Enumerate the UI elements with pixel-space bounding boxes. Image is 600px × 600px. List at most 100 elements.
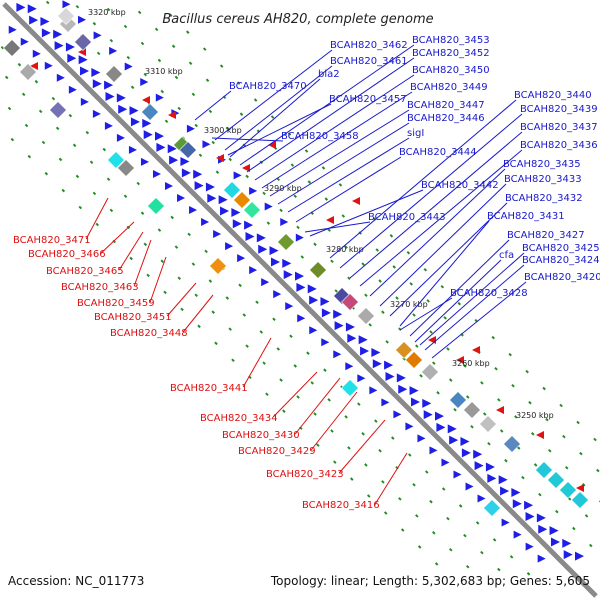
- lane-dash: [334, 289, 338, 293]
- forward-gene: [116, 133, 125, 142]
- forward-gene: [549, 526, 559, 536]
- feature-box: [405, 351, 423, 369]
- lane-dash: [204, 249, 208, 254]
- forward-gene: [396, 373, 406, 383]
- lane-dash: [514, 415, 518, 419]
- lane-dash: [375, 248, 380, 252]
- label-leader: [246, 57, 415, 173]
- forward-gene: [295, 233, 304, 242]
- lane-dash: [75, 4, 80, 9]
- gene-label: BCAH820_3457: [329, 94, 407, 105]
- gene-label: BCAH820_3452: [412, 48, 490, 59]
- gene-labels: BCAH820_3462BCAH820_3461bla2BCAH820_3470…: [13, 35, 600, 511]
- forward-gene: [156, 142, 166, 152]
- gene-label: BCAH820_3430: [222, 430, 300, 441]
- gene-label: BCAH820_3420: [524, 272, 600, 283]
- lane-dash: [137, 10, 142, 15]
- gene-label: BCAH820_3453: [412, 35, 490, 46]
- forward-gene: [307, 284, 317, 294]
- forward-gene: [164, 181, 173, 190]
- lane-dash: [391, 436, 395, 440]
- forward-gene: [369, 386, 378, 395]
- lane-dash: [38, 109, 43, 114]
- lane-dash: [545, 417, 549, 422]
- label-leader: [214, 49, 333, 141]
- forward-gene: [294, 271, 304, 281]
- feature-box: [463, 401, 481, 419]
- forward-gene: [297, 314, 306, 323]
- label-leader: [227, 103, 332, 156]
- forward-gene: [285, 302, 294, 311]
- forward-gene: [80, 97, 89, 106]
- lane-dash: [228, 157, 232, 162]
- lane-dash: [446, 347, 450, 351]
- tick-label: 3260 kbp: [452, 359, 490, 368]
- lane-dash: [395, 296, 399, 300]
- gene-label: BCAH820_3431: [487, 211, 565, 222]
- forward-gene: [283, 270, 293, 280]
- forward-gene: [258, 244, 268, 254]
- lane-dash: [279, 208, 283, 213]
- lane-dash: [143, 242, 148, 247]
- feature-box: [107, 151, 125, 169]
- forward-gene: [429, 446, 438, 455]
- label-leader: [304, 221, 371, 233]
- accession-text: Accession: NC_011773: [8, 574, 144, 588]
- forward-gene: [244, 220, 254, 230]
- reverse-gene: [78, 48, 86, 56]
- feature-box: [147, 197, 165, 215]
- lane-dash: [453, 408, 457, 412]
- gene-label: BCAH820_3427: [507, 230, 585, 241]
- forward-gene: [487, 473, 497, 483]
- forward-gene: [40, 17, 50, 27]
- lane-dash: [443, 316, 447, 320]
- label-leader: [287, 137, 410, 213]
- lane-dash: [106, 7, 111, 12]
- forward-gene: [80, 66, 90, 76]
- feature-box: [49, 101, 67, 119]
- label-leader: [182, 294, 214, 333]
- reverse-gene: [168, 111, 176, 119]
- lane-dash: [562, 434, 566, 439]
- forward-gene: [334, 321, 344, 331]
- forward-gene: [347, 333, 357, 343]
- gene-label: BCAH820_3441: [170, 383, 248, 394]
- forward-gene: [245, 231, 255, 241]
- lane-dash: [214, 341, 218, 346]
- label-leader: [149, 256, 167, 303]
- lane-dash: [307, 180, 312, 184]
- lane-dash: [304, 149, 309, 153]
- lane-dash: [180, 307, 184, 312]
- gene-label: BCAH820_3461: [330, 56, 408, 67]
- lane-dash: [306, 351, 310, 355]
- gene-label: BCAH820_3447: [407, 100, 485, 111]
- forward-gene: [498, 475, 508, 485]
- lane-dash: [191, 262, 196, 266]
- lane-dash: [344, 245, 348, 249]
- forward-gene: [385, 371, 395, 381]
- lane-dash: [85, 130, 90, 135]
- forward-gene: [78, 15, 87, 24]
- feature-box: [179, 141, 197, 159]
- lane-dash: [436, 391, 440, 395]
- lane-dash: [344, 415, 348, 419]
- feature-box: [449, 391, 467, 409]
- lane-dash: [198, 153, 203, 157]
- forward-gene: [562, 538, 572, 548]
- forward-gene: [512, 499, 522, 509]
- forward-gene: [563, 550, 573, 560]
- gene-label: BCAH820_3470: [229, 81, 307, 92]
- lane-dash: [168, 13, 173, 17]
- label-leader-lines: [85, 44, 527, 505]
- label-leader: [239, 44, 415, 166]
- lane-dash: [154, 27, 159, 32]
- lane-dash: [589, 543, 593, 548]
- forward-gene: [140, 78, 149, 87]
- lane-dash: [564, 465, 569, 470]
- lane-dash: [338, 183, 343, 187]
- reverse-gene: [496, 406, 504, 414]
- forward-gene: [261, 278, 270, 287]
- lane-dash: [509, 555, 514, 559]
- lane-dash: [434, 562, 439, 566]
- forward-gene: [473, 449, 483, 459]
